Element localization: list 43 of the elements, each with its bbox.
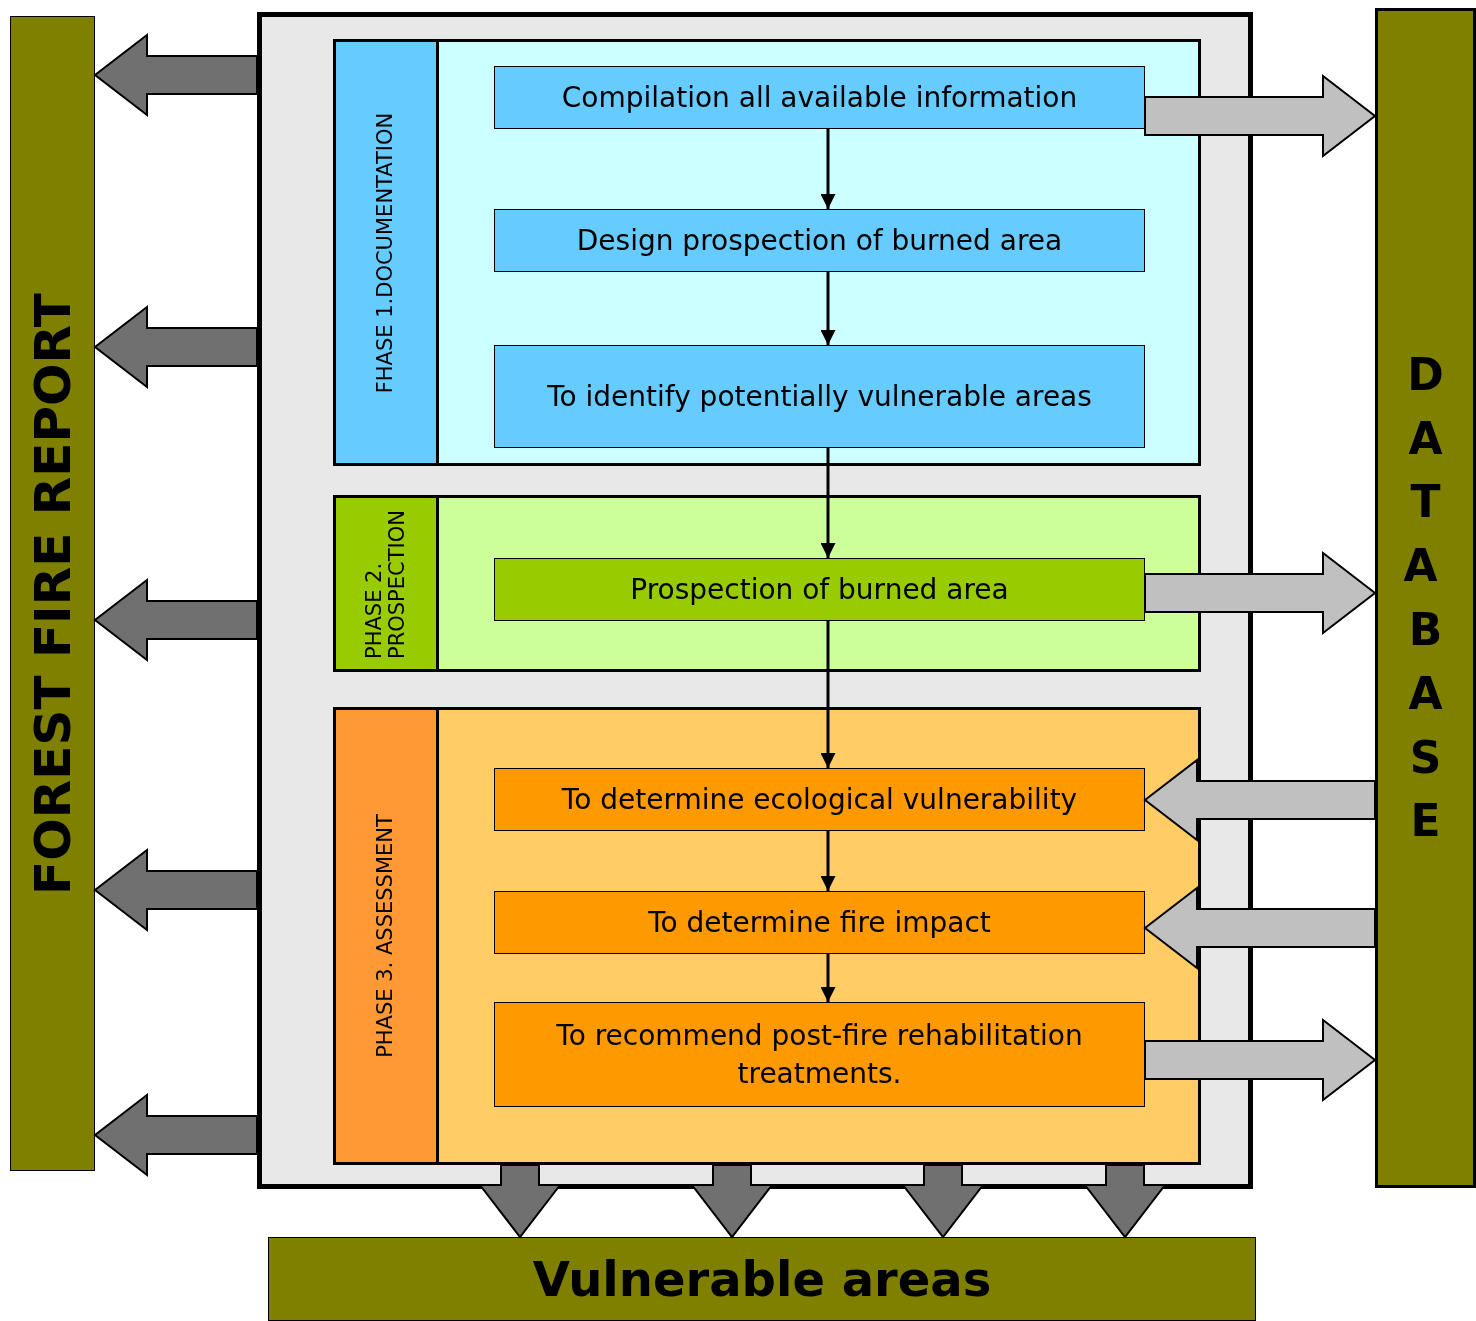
phase-panel [333, 707, 1201, 1165]
block-arrow [93, 577, 258, 663]
column-title: DATA BASE [1403, 347, 1445, 849]
banner-title: FOREST FIRE REPORT [23, 292, 82, 895]
phase-heading: FHASE 1.DOCUMENTATION [374, 112, 398, 393]
arrow [820, 831, 836, 891]
arrow [820, 621, 836, 768]
outer-frame [257, 12, 1253, 1189]
block-arrow [1144, 550, 1377, 636]
block-arrow [1143, 885, 1376, 971]
phase-panel [333, 39, 1201, 466]
step-text: To identify potentially vulnerable areas [546, 378, 1093, 415]
process-box [494, 1002, 1145, 1107]
process-box [494, 66, 1145, 129]
phase-heading: PHASE 3. ASSESSMENT [374, 814, 398, 1058]
arrow [820, 954, 836, 1002]
step-text: To determine ecological vulnerability [560, 781, 1079, 818]
step-text: Prospection of burned area [629, 571, 1010, 608]
phase-panel [333, 495, 1201, 672]
block-arrow [1143, 757, 1376, 843]
phase-heading: PHASE 2. PROSPECTION [362, 508, 410, 659]
step-text: To recommend post-fire rehabilitation treatments. [555, 1017, 1084, 1092]
database-column [1375, 8, 1476, 1188]
process-box [494, 209, 1145, 272]
block-arrow [93, 847, 258, 933]
step-text: Compilation all available information [560, 79, 1079, 116]
block-arrow [93, 1092, 258, 1178]
process-box [494, 345, 1145, 448]
block-arrow [1144, 1017, 1377, 1103]
block-arrow [93, 304, 258, 390]
step-text: To determine fire impact [647, 904, 992, 941]
banner-title: Vulnerable areas [532, 1251, 992, 1307]
side-banner [10, 16, 95, 1171]
block-arrow [93, 32, 258, 118]
process-box [494, 891, 1145, 954]
process-box [494, 558, 1145, 621]
arrow [820, 272, 836, 345]
arrow [820, 448, 836, 558]
block-arrow [1144, 73, 1377, 159]
process-box [494, 768, 1145, 831]
result-banner [268, 1237, 1256, 1321]
step-text: Design prospection of burned area [575, 222, 1064, 259]
arrow [820, 129, 836, 209]
